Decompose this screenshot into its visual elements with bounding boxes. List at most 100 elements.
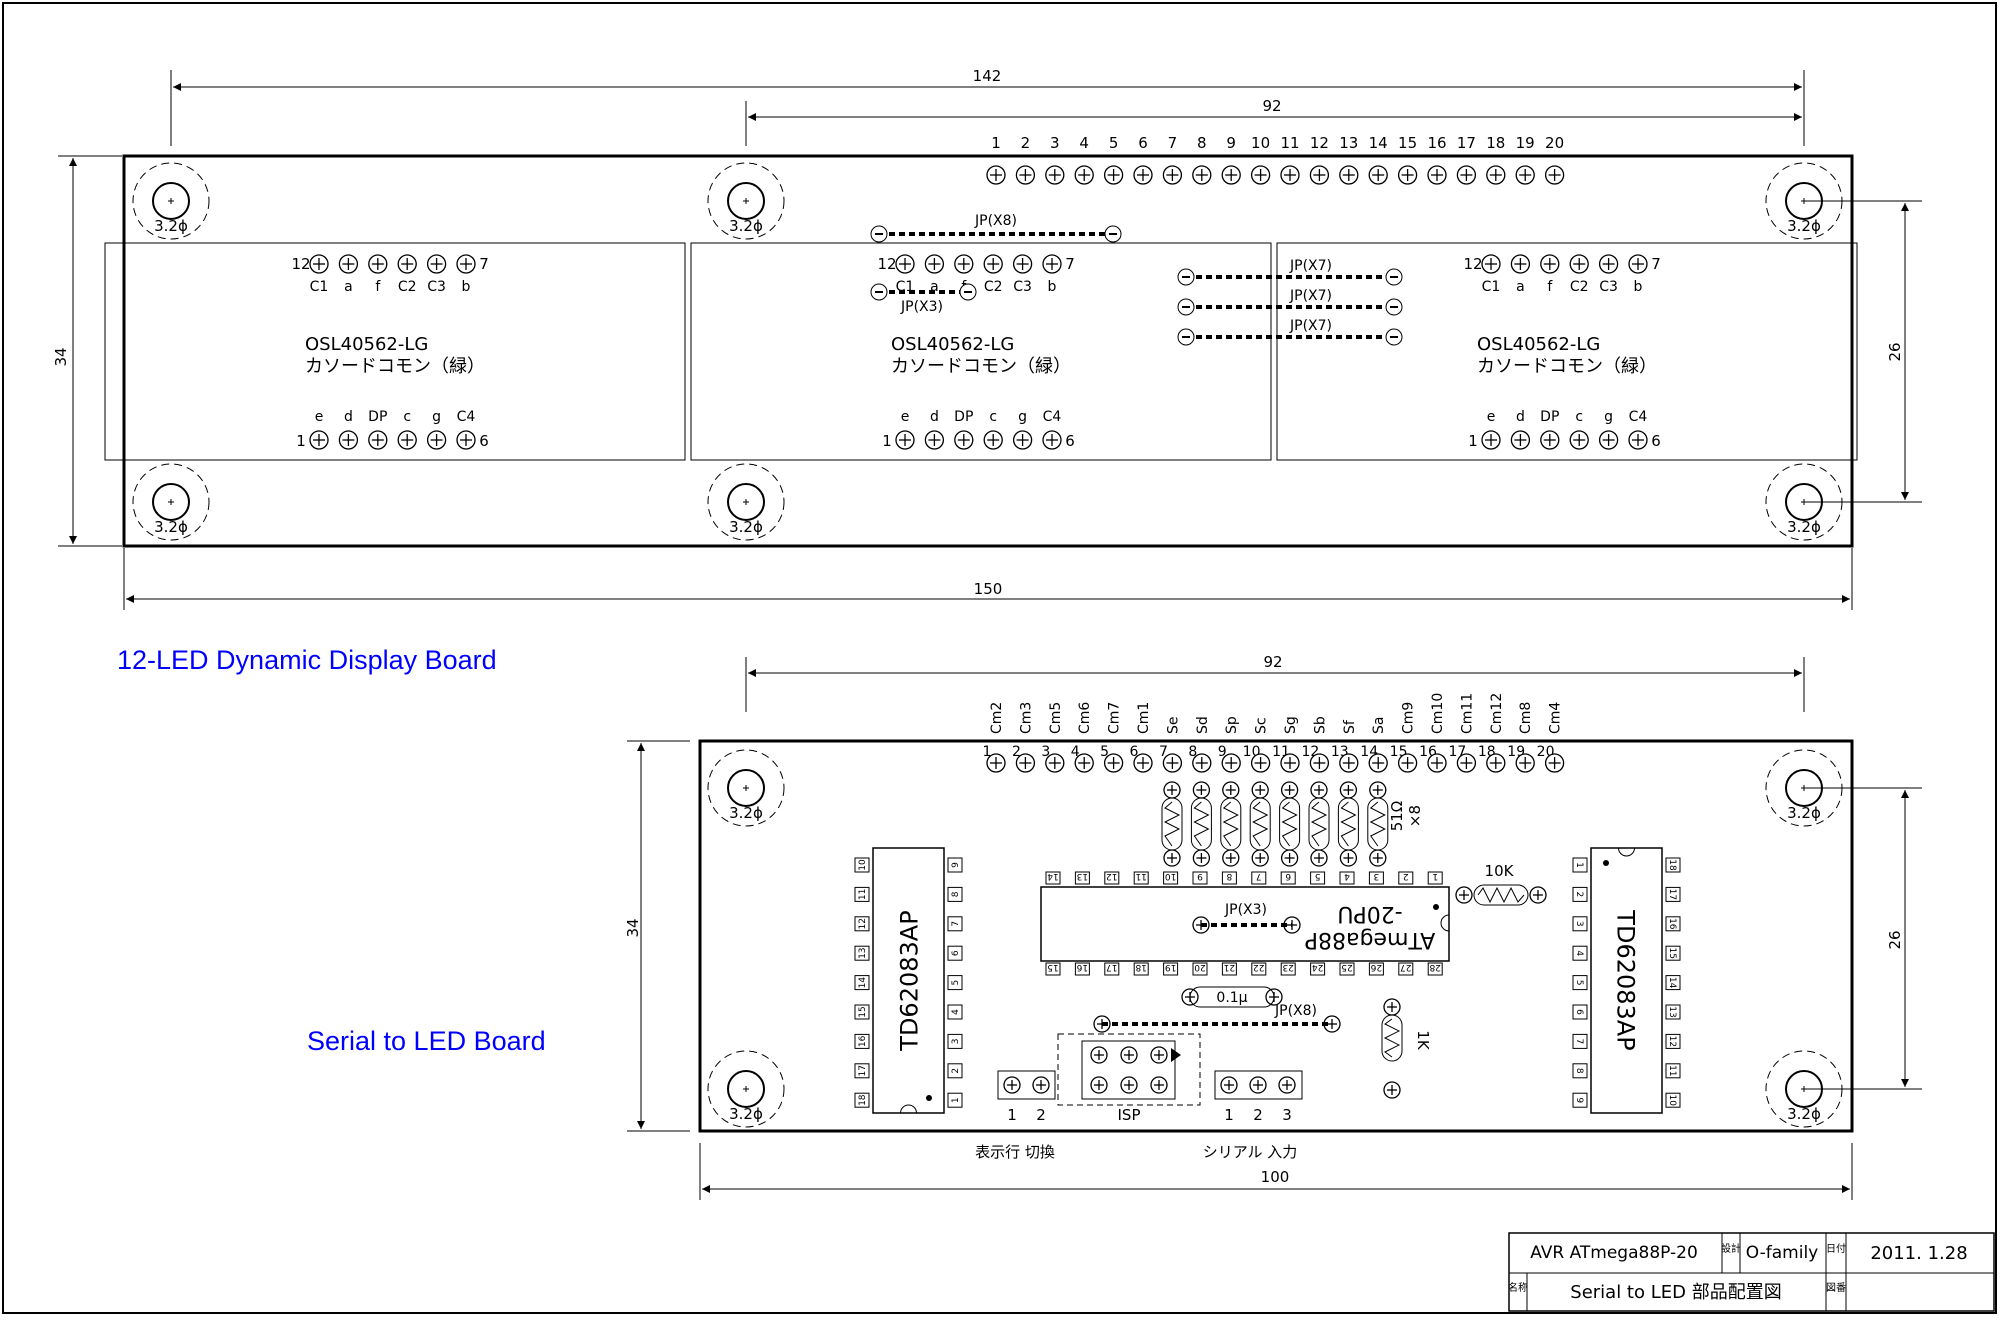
signal-label: Cm7 xyxy=(1107,702,1123,734)
serial-pin xyxy=(1278,1076,1296,1094)
jp-x7-label-1: JP(X7) xyxy=(1289,258,1332,274)
display-pad xyxy=(954,254,974,274)
resistor xyxy=(1367,781,1389,867)
resistor xyxy=(1249,781,1271,867)
display-pad xyxy=(1540,254,1560,274)
driver-pin xyxy=(854,1033,870,1049)
driver-pin-number: 6 xyxy=(1574,1009,1584,1015)
resistor-pad xyxy=(1339,849,1358,867)
r10k-label: 10K xyxy=(1485,862,1515,880)
bb-dim-height: 34 xyxy=(624,740,690,1132)
signal-label: Sf xyxy=(1342,719,1358,734)
header-pin-number: 19 xyxy=(1516,134,1535,152)
header-pad xyxy=(1192,165,1212,185)
display-pad xyxy=(1510,254,1531,274)
header-pad xyxy=(1486,165,1506,185)
header-pad xyxy=(1074,753,1094,773)
header-pad xyxy=(1133,753,1153,773)
bb-jp-x3-label: JP(X3) xyxy=(1224,902,1267,918)
signal-label: Sa xyxy=(1371,717,1387,734)
display-segment-label: b xyxy=(1634,279,1643,295)
driver-pin xyxy=(854,886,870,902)
mounting-hole-label: 3.2ϕ xyxy=(729,518,763,536)
mcu-pin xyxy=(1398,962,1414,976)
header-pin-number: 13 xyxy=(1339,134,1358,152)
header-pin-number: 8 xyxy=(1197,134,1207,152)
mcu-pin-number: 6 xyxy=(1285,871,1291,881)
driver-pin-number: 6 xyxy=(951,950,961,956)
mounting-hole-label: 3.2ϕ xyxy=(1787,804,1821,822)
display-pin-number: 7 xyxy=(479,255,489,273)
display-pad xyxy=(1569,254,1589,274)
display-pin-number: 7 xyxy=(1065,255,1075,273)
mounting-hole: 3.2ϕ xyxy=(132,162,210,240)
mcu-pin xyxy=(1280,871,1296,885)
resistor-pad xyxy=(1163,849,1181,867)
display-pad xyxy=(1540,430,1560,450)
dim-overall-width: 142 xyxy=(170,67,1805,146)
jumper-pad xyxy=(1104,225,1122,243)
driver-pin xyxy=(1665,916,1681,932)
signal-label: Se xyxy=(1165,717,1181,735)
mounting-hole-label: 3.2ϕ xyxy=(154,518,188,536)
display-pad xyxy=(1481,254,1501,274)
display-segment-label: DP xyxy=(368,409,387,425)
mcu-pin-number: 19 xyxy=(1165,962,1177,972)
header-pad xyxy=(1250,753,1271,773)
display-segment-label: e xyxy=(315,409,324,425)
mcu-pin-number: 15 xyxy=(1047,962,1058,972)
jumper-pad xyxy=(1177,268,1195,286)
driver-pin-number: 16 xyxy=(858,1035,868,1047)
display-part-number: OSL40562-LG xyxy=(891,334,1014,355)
display-pad xyxy=(895,430,915,450)
header-pin-number: 14 xyxy=(1369,134,1388,152)
driver-pin xyxy=(854,1063,870,1079)
driver-pin-number: 16 xyxy=(1667,918,1677,930)
display-pad xyxy=(309,254,329,274)
title-block: AVR ATmega88P-20 設計 O-family 日付 2011. 1.… xyxy=(1508,1232,1995,1312)
header-pad xyxy=(1045,753,1065,773)
mcu-pin-number: 23 xyxy=(1282,962,1293,972)
signal-label: Cm5 xyxy=(1048,702,1064,734)
mcu-pin-number: 8 xyxy=(1226,871,1232,881)
mounting-hole: 3.2ϕ xyxy=(1765,162,1843,240)
mounting-hole-label: 3.2ϕ xyxy=(729,1105,763,1123)
isp-pin xyxy=(1120,1046,1138,1064)
bb-header-20pin: Cm21Cm32Cm53Cm64Cm75Cm16Se7Sd8Sp9Sc10Sg1… xyxy=(983,693,1565,773)
header-pad xyxy=(1103,753,1124,773)
display-segment-label: C1 xyxy=(1482,279,1501,295)
bb-dim-26-label: 26 xyxy=(1886,930,1904,949)
display-pad xyxy=(1569,430,1589,450)
top-board: 142 92 34 150 26 xyxy=(52,67,1922,675)
mcu-pin xyxy=(1221,962,1237,976)
mcu-pin xyxy=(1280,962,1296,976)
display-segment-label: C3 xyxy=(1013,279,1032,295)
driver-pin-number: 8 xyxy=(951,891,961,897)
mcu-atmega88p: ATmega88P -20PU xyxy=(1040,886,1450,962)
driver-pin-number: 18 xyxy=(1667,859,1677,871)
display-pad xyxy=(397,254,417,274)
header-pad xyxy=(1280,753,1300,773)
display-segment-label: b xyxy=(462,279,471,295)
signal-label: Sg xyxy=(1283,716,1299,734)
mcu-pin xyxy=(1221,871,1237,885)
header-pad xyxy=(1368,165,1388,185)
display-segment-label: c xyxy=(989,409,997,425)
mounting-hole-label: 3.2ϕ xyxy=(729,804,763,822)
display-pin-number: 1 xyxy=(1468,432,1478,450)
display-description: カソードコモン（緑） xyxy=(1477,356,1657,377)
driver-pin xyxy=(947,1033,963,1049)
display-segment-label: C1 xyxy=(310,279,329,295)
header-pad xyxy=(1103,165,1124,185)
bottom-board-caption: Serial to LED Board xyxy=(307,1026,546,1056)
header-pin-number: 3 xyxy=(1050,134,1060,152)
driver-pin-number: 12 xyxy=(1667,1036,1677,1047)
selector-pin xyxy=(1032,1076,1050,1094)
display-segment-label: e xyxy=(1487,409,1496,425)
capacitor-0-1u: 0.1μ xyxy=(1189,986,1275,1008)
drawing-title: Serial to LED 部品配置図 xyxy=(1570,1282,1781,1303)
jumper-pad xyxy=(1385,328,1403,346)
driver-pin xyxy=(947,1092,963,1108)
